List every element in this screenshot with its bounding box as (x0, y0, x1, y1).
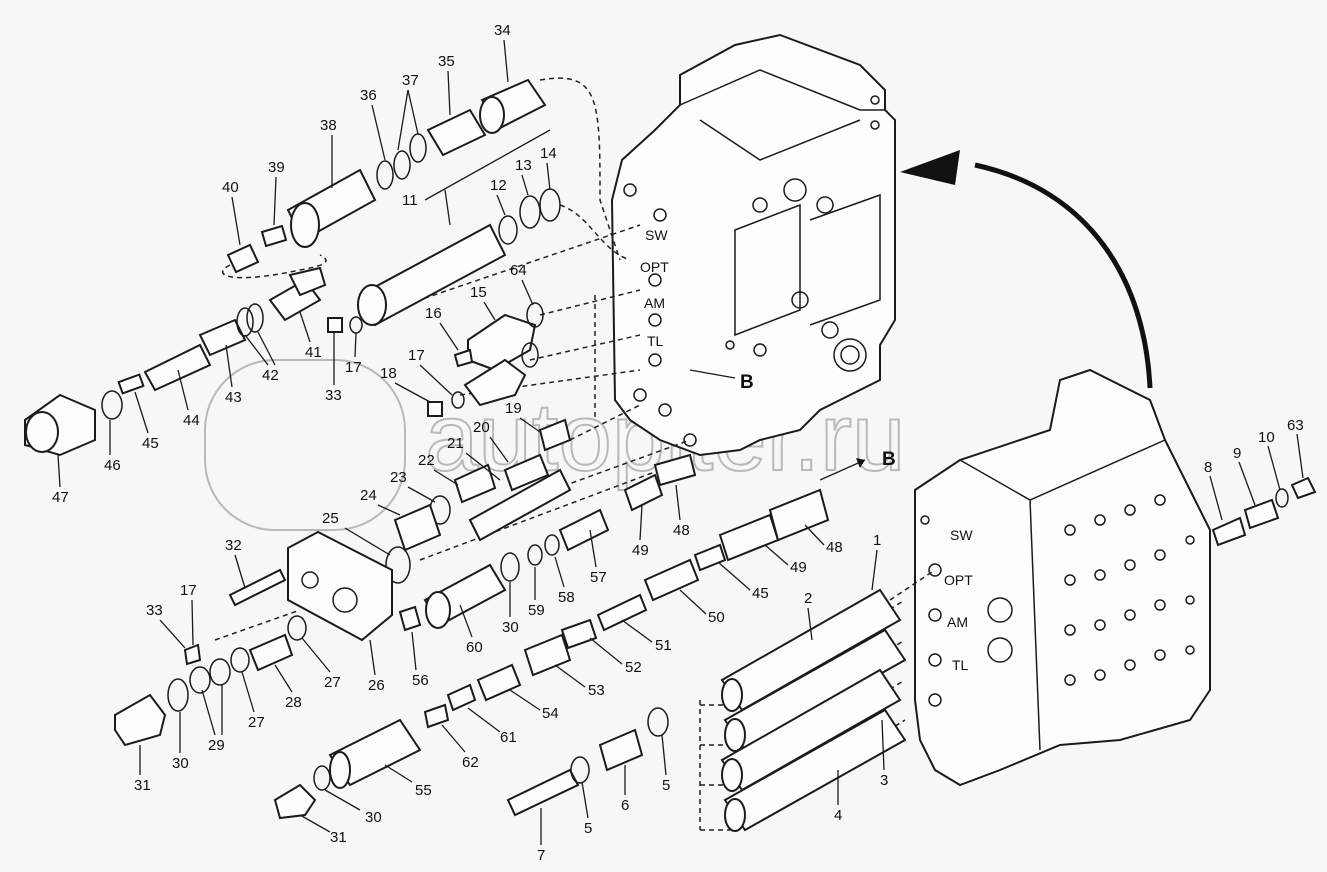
callout-60: 60 (466, 639, 483, 656)
callout-27a: 27 (324, 674, 341, 691)
callout-57: 57 (590, 569, 607, 586)
callout-3: 3 (880, 772, 888, 789)
callout-23: 23 (390, 469, 407, 486)
callout-31a: 31 (134, 777, 151, 794)
callout-40: 40 (222, 179, 239, 196)
callout-5b: 5 (584, 820, 592, 837)
callout-58: 58 (558, 589, 575, 606)
callout-26: 26 (368, 677, 385, 694)
callout-9: 9 (1233, 445, 1241, 462)
callout-35: 35 (438, 53, 455, 70)
valve-body-upper (610, 33, 896, 457)
port-label-am-lower: AM (947, 614, 968, 630)
spool-assemblies (720, 588, 907, 832)
callout-39: 39 (268, 159, 285, 176)
callout-24: 24 (360, 487, 377, 504)
port-label-tl-upper: TL (647, 333, 664, 349)
port-label-sw-upper: SW (645, 227, 668, 243)
callout-22: 22 (418, 452, 435, 469)
callout-48b: 48 (826, 539, 843, 556)
callout-62: 62 (462, 754, 479, 771)
callout-1: 1 (873, 532, 881, 549)
port-label-sw-lower: SW (950, 527, 973, 543)
callout-28: 28 (285, 694, 302, 711)
callout-56: 56 (412, 672, 429, 689)
callout-36: 36 (360, 87, 377, 104)
port-label-tl-lower: TL (952, 657, 969, 673)
callout-25: 25 (322, 510, 339, 527)
callout-27b: 27 (248, 714, 265, 731)
small-components (24, 78, 1317, 820)
port-labels-upper: SW OPT AM TL (640, 227, 669, 349)
callout-30a: 30 (172, 755, 189, 772)
callout-51: 51 (655, 637, 672, 654)
callout-18: 18 (380, 365, 397, 382)
callout-52: 52 (625, 659, 642, 676)
callout-41: 41 (305, 344, 322, 361)
callout-5a: 5 (662, 777, 670, 794)
callout-64: 64 (510, 262, 527, 279)
section-label-b-upper: B (740, 372, 754, 393)
callout-33b: 33 (325, 387, 342, 404)
callout-7: 7 (537, 847, 545, 864)
section-b-markers: B B (689, 369, 896, 481)
callout-61: 61 (500, 729, 517, 746)
port-labels-lower: SW OPT AM TL (944, 527, 973, 673)
callout-11: 11 (402, 192, 418, 209)
callout-59: 59 (528, 602, 545, 619)
callout-50: 50 (708, 609, 725, 626)
callout-10: 10 (1258, 429, 1275, 446)
callout-15: 15 (470, 284, 487, 301)
callout-42: 42 (262, 367, 279, 384)
callout-43: 43 (225, 389, 242, 406)
callout-47: 47 (52, 489, 69, 506)
callout-63: 63 (1287, 417, 1304, 434)
port-label-opt-lower: OPT (944, 572, 973, 588)
callout-4: 4 (834, 807, 842, 824)
callout-17c: 17 (180, 582, 197, 599)
callout-29: 29 (208, 737, 225, 754)
callout-44: 44 (183, 412, 200, 429)
callout-21: 21 (447, 435, 464, 452)
transfer-arrow (900, 150, 1153, 389)
callout-20: 20 (473, 419, 490, 436)
callout-16: 16 (425, 305, 442, 322)
callout-55: 55 (415, 782, 432, 799)
callout-19: 19 (505, 400, 522, 417)
callout-45b: 45 (752, 585, 769, 602)
callout-12: 12 (490, 177, 507, 194)
callout-8: 8 (1204, 459, 1212, 476)
callout-33a: 33 (146, 602, 163, 619)
port-label-am-upper: AM (644, 295, 665, 311)
callout-13: 13 (515, 157, 532, 174)
callout-37: 37 (402, 72, 419, 89)
callout-14: 14 (540, 145, 557, 162)
callout-30c: 30 (365, 809, 382, 826)
callout-34: 34 (494, 22, 511, 39)
callout-30b: 30 (502, 619, 519, 636)
callout-2: 2 (804, 590, 812, 607)
section-label-b-lower: B (882, 449, 896, 470)
callout-45a: 45 (142, 435, 159, 452)
callout-6: 6 (621, 797, 629, 814)
callout-53: 53 (588, 682, 605, 699)
callout-38: 38 (320, 117, 337, 134)
callout-31b: 31 (330, 829, 347, 846)
callout-48a: 48 (673, 522, 690, 539)
callout-49a: 49 (632, 542, 649, 559)
callout-17b: 17 (408, 347, 425, 364)
callout-49b: 49 (790, 559, 807, 576)
port-label-opt-upper: OPT (640, 259, 669, 275)
callout-labels: 1 2 3 4 5 5 6 7 8 9 10 63 11 12 13 14 15… (52, 22, 1304, 864)
callout-54: 54 (542, 705, 559, 722)
callout-46: 46 (104, 457, 121, 474)
callout-32: 32 (225, 537, 242, 554)
callout-17a: 17 (345, 359, 362, 376)
valve-body-lower (914, 368, 1211, 787)
